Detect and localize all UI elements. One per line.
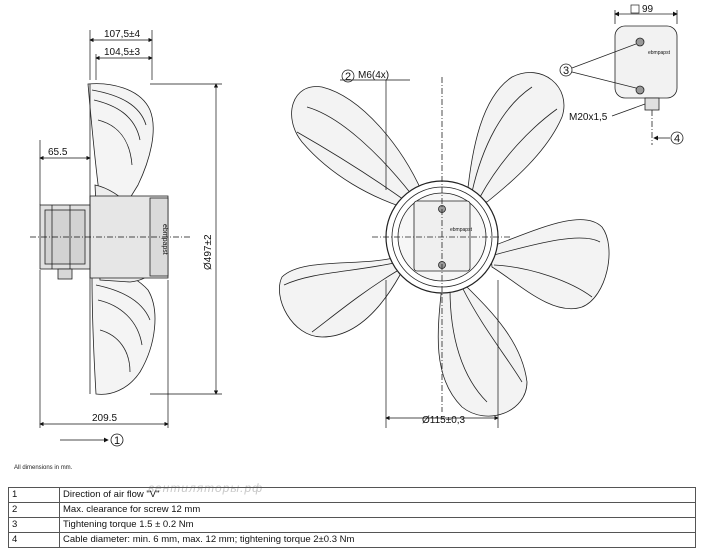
callout-1-circle [110, 433, 124, 447]
front-view [279, 72, 610, 417]
legend-num: 2 [8, 502, 60, 518]
dim-hub-diameter: Ø115±0,3 [422, 415, 466, 426]
front-dimensions [340, 69, 499, 428]
dim-width-top: 107,5±4 [104, 29, 141, 40]
legend-text: Cable diameter: min. 6 mm, max. 12 mm; t… [59, 532, 696, 548]
detail-cable-gland [644, 97, 660, 111]
detail-box [614, 25, 678, 99]
callout-1: 1 [114, 435, 120, 447]
airflow-arrow [60, 433, 124, 447]
side-blade-lower [91, 269, 156, 395]
blade-2 [466, 72, 565, 203]
callout-2: 2 [345, 71, 351, 83]
dim-cable-gland: M20x1,5 [569, 112, 608, 123]
blade-4 [437, 284, 528, 417]
legend-table: 1 Direction of air flow "V" 2 Max. clear… [8, 487, 696, 548]
side-view: ebmpapst [39, 83, 169, 395]
legend-num: 4 [8, 532, 60, 548]
dim-diameter: Ø497±2 [203, 234, 214, 270]
dim-box-width: 99 [642, 4, 654, 15]
blade-1 [291, 86, 423, 208]
svg-text:ebmpapst: ebmpapst [161, 224, 168, 255]
legend-num: 3 [8, 517, 60, 533]
legend-text: Tightening torque 1.5 ± 0.2 Nm [59, 517, 696, 533]
legend-row: 1 Direction of air flow "V" [8, 487, 696, 503]
dim-motor-offset: 65.5 [48, 147, 68, 158]
callout-2-circle [341, 69, 355, 83]
callout-3: 3 [563, 65, 569, 77]
terminal-box-detail [559, 4, 684, 145]
legend-num: 1 [8, 487, 60, 503]
technical-drawing: ebmpapst 107,5±4 104,5±3 65.5 Ø497±2 209… [30, 4, 684, 447]
legend-text: Direction of air flow "V" [59, 487, 696, 503]
hub-brand: ebmpapst [450, 227, 473, 233]
blade-5 [279, 256, 401, 338]
side-cable-gland [57, 268, 73, 280]
dim-screw-thread: M6(4x) [358, 70, 389, 81]
callout-4-circle [670, 131, 684, 145]
legend-row: 3 Tightening torque 1.5 ± 0.2 Nm [8, 517, 696, 533]
legend-row: 2 Max. clearance for screw 12 mm [8, 502, 696, 518]
callout-3-circle [559, 63, 573, 77]
detail-brand: ebmpapst [648, 50, 671, 56]
side-dimensions [30, 30, 222, 428]
callout-4: 4 [674, 133, 680, 145]
dim-base-width: 209.5 [92, 413, 117, 424]
dimensions-note: All dimensions in mm. [14, 465, 73, 471]
side-blade-upper [87, 83, 154, 201]
legend-text: Max. clearance for screw 12 mm [59, 502, 696, 518]
legend-row: 4 Cable diameter: min. 6 mm, max. 12 mm;… [8, 532, 696, 548]
dim-width-inner: 104,5±3 [104, 47, 141, 58]
blade-3 [489, 219, 610, 310]
